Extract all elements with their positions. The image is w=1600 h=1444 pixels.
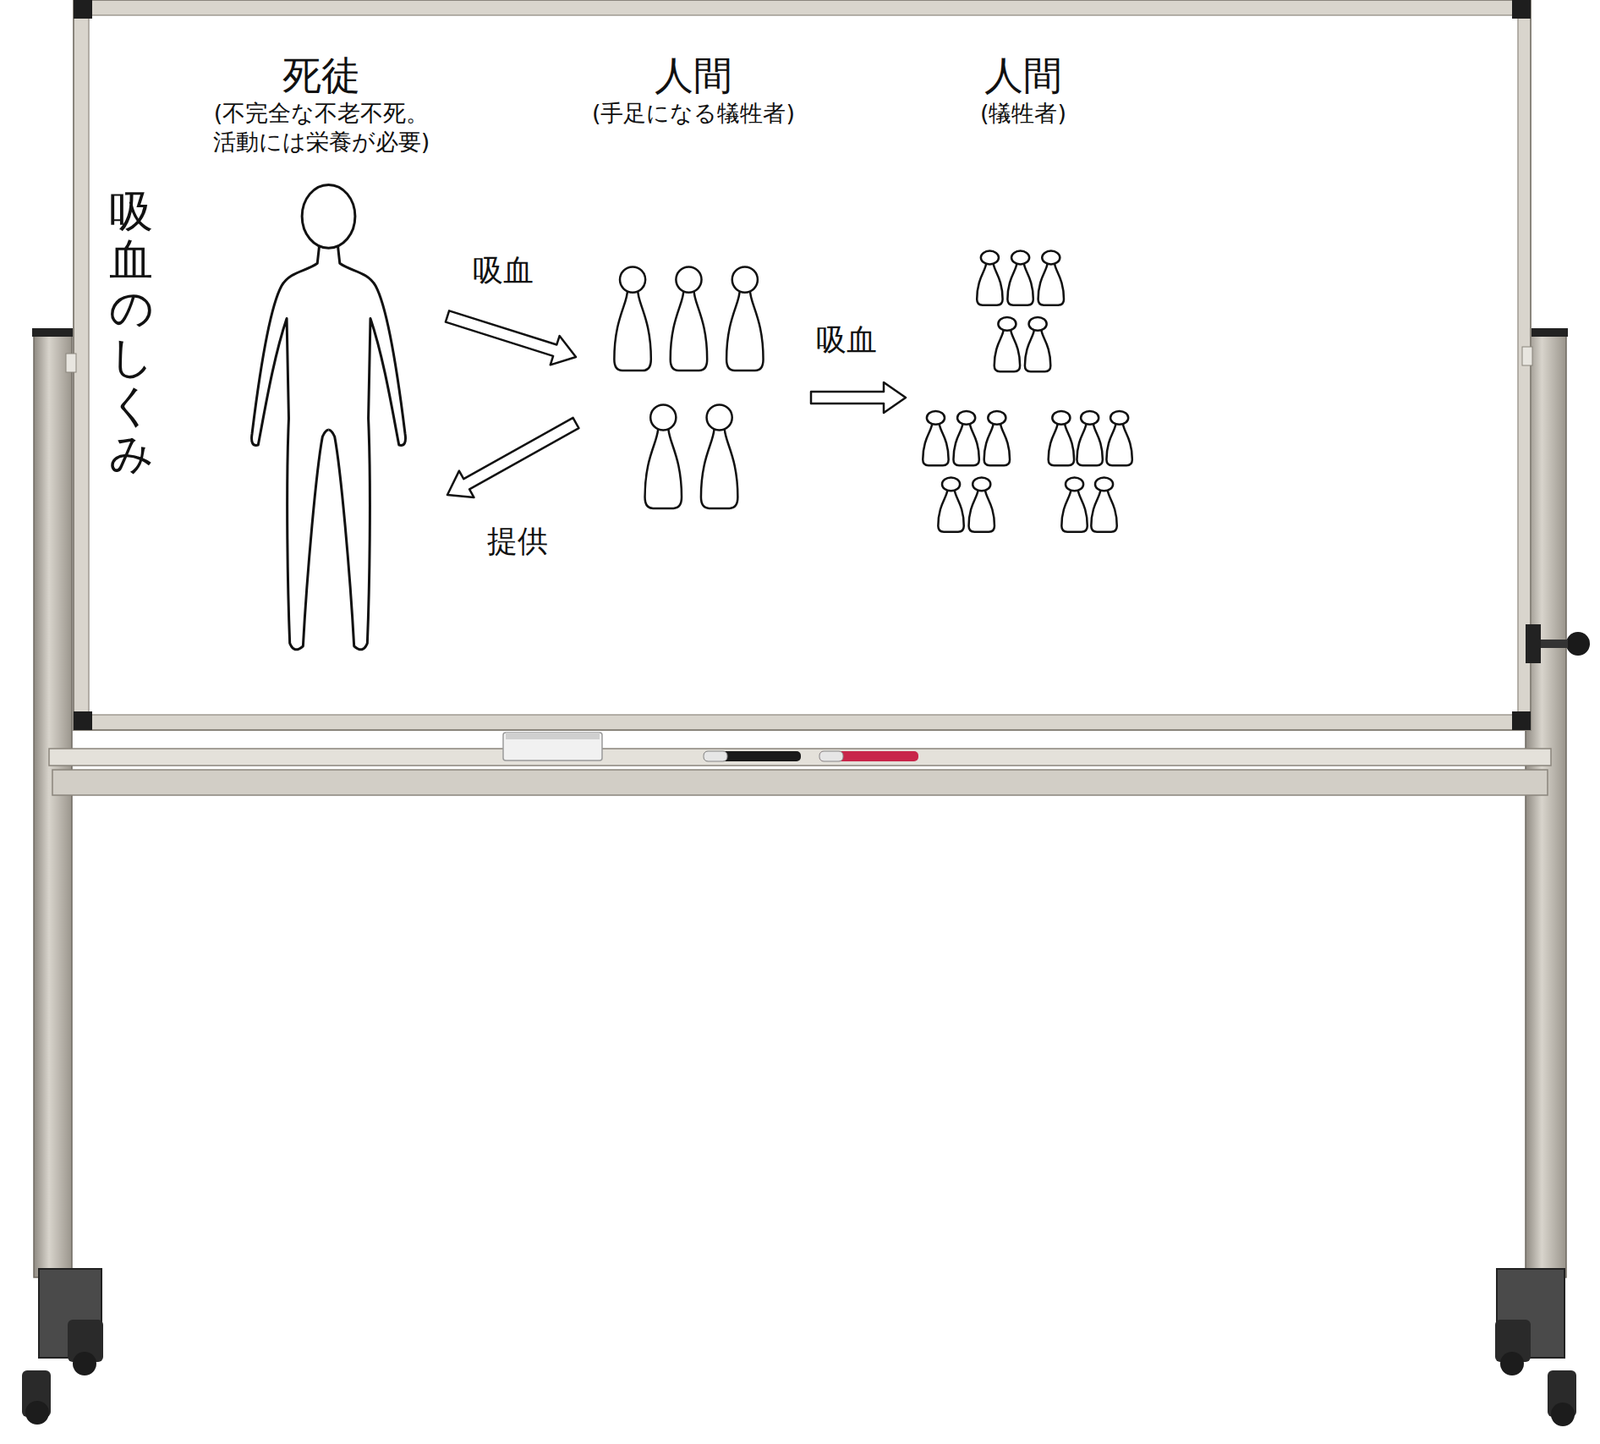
small-pawn-figure	[953, 410, 979, 466]
group-heading: 死徒	[198, 52, 444, 99]
corner-cap	[73, 0, 93, 19]
board-surface	[88, 15, 1518, 715]
group-note: (犠牲者)	[917, 98, 1129, 128]
lock-knob	[1566, 631, 1590, 656]
arrow-label: 吸血	[472, 252, 534, 289]
caster-wheel	[1500, 1351, 1524, 1376]
small-pawn-figure	[1048, 410, 1074, 466]
caster-wheel	[1550, 1402, 1575, 1426]
small-pawn-figure	[1090, 476, 1117, 532]
small-pawn-figure	[1038, 251, 1064, 306]
figure-group: 人間(手足になる犠牲者)	[579, 52, 808, 518]
marker-tray	[49, 748, 1551, 766]
pawn-figure	[670, 267, 707, 371]
small-pawn-figure	[994, 317, 1020, 372]
figure-outline	[252, 245, 329, 650]
marker-cap-end	[703, 750, 728, 762]
group-note: (不完全な不老不死。 活動には栄養が必要)	[207, 98, 436, 157]
small-pawn-figure	[1007, 251, 1033, 306]
group-heading: 人間	[909, 52, 1138, 99]
arrow-label: 提供	[487, 522, 548, 559]
small-pawn-figure	[937, 476, 964, 532]
small-pawn-figure	[1106, 410, 1132, 466]
black-marker	[703, 750, 801, 762]
figure-group: 人間(犠牲者)	[909, 52, 1138, 543]
pawn-figure	[613, 267, 651, 371]
board-frame	[73, 0, 1531, 730]
small-pawn-figure	[984, 410, 1010, 466]
eraser-top	[505, 732, 600, 740]
caster-wheel	[72, 1351, 97, 1376]
small-pawn-figure	[922, 410, 948, 466]
stand-post	[1525, 331, 1567, 1277]
hollow-arrow	[810, 382, 906, 413]
small-pawn-figure	[969, 476, 995, 532]
vertical-title: 吸血のしくみ	[109, 187, 154, 478]
group-note: (手足になる犠牲者)	[587, 98, 800, 128]
post-cap	[32, 328, 74, 337]
stand-post	[33, 331, 72, 1277]
cross-bar	[52, 769, 1548, 795]
marker-cap-end	[819, 750, 844, 762]
pawn-figure	[701, 404, 738, 508]
caster-wheel	[25, 1400, 50, 1425]
knob-bracket	[1525, 624, 1541, 664]
hinge	[1522, 346, 1533, 366]
figure-outline	[328, 245, 406, 650]
hollow-arrow	[447, 417, 579, 498]
arrow-label: 吸血	[816, 321, 877, 358]
small-pawn-figure	[1061, 476, 1087, 532]
hollow-arrow	[445, 310, 576, 365]
corner-cap	[1512, 0, 1531, 19]
corner-cap	[73, 711, 93, 730]
group-heading: 人間	[579, 52, 808, 99]
pawn-figure	[645, 404, 682, 508]
corner-cap	[1512, 711, 1531, 730]
red-marker	[819, 750, 919, 762]
figure-group: 死徒(不完全な不老不死。 活動には栄養が必要)	[198, 52, 444, 662]
pawn-figure	[726, 267, 763, 371]
small-pawn-figure	[1076, 410, 1102, 466]
hinge	[65, 353, 77, 373]
figure-head	[301, 184, 356, 248]
knob-shaft	[1540, 639, 1568, 648]
eraser	[503, 732, 603, 761]
small-pawn-figure	[976, 251, 1003, 306]
small-pawn-figure	[1024, 317, 1051, 372]
